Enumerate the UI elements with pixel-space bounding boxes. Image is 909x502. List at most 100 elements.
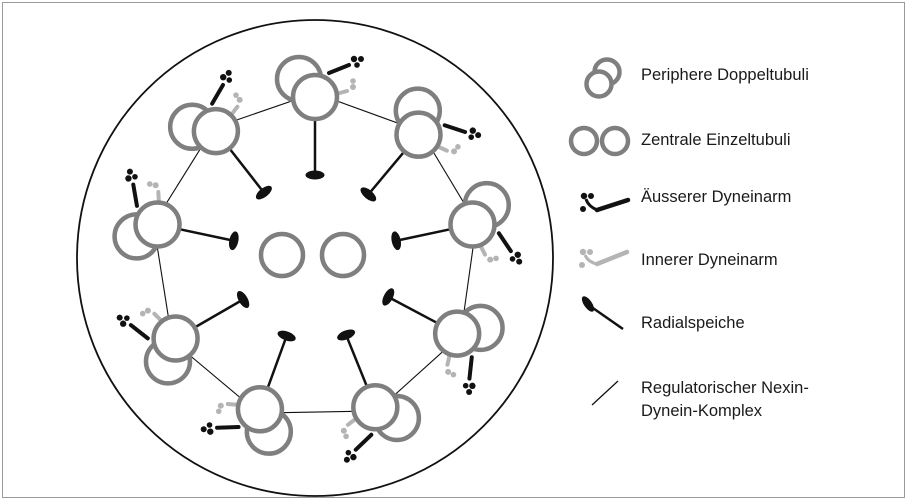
outer-arm-head xyxy=(350,453,357,461)
outer-arm-head xyxy=(475,132,482,139)
spoke-head xyxy=(360,187,377,202)
radial-spoke xyxy=(176,227,235,242)
spoke-head xyxy=(305,170,325,180)
spoke-head xyxy=(391,231,402,251)
central-pair xyxy=(258,231,367,279)
central-singlet-right xyxy=(319,231,367,279)
doublet-a-tubule xyxy=(448,200,497,249)
outer-arm-head xyxy=(354,62,360,68)
peripheral-doublets xyxy=(112,54,512,456)
outer-arm-head xyxy=(220,73,227,81)
legend-label-nexin-line2: Dynein-Komplex xyxy=(641,402,763,420)
peripheral-doublet xyxy=(235,385,294,456)
outer-arm-head xyxy=(516,258,523,265)
inner-arm-head xyxy=(217,402,224,409)
outer-arm-head xyxy=(466,389,473,396)
doublet-a-tubule xyxy=(351,383,400,432)
radial-spoke xyxy=(265,335,288,391)
outer-arm-head xyxy=(206,422,213,428)
outer-arm-head xyxy=(469,382,476,390)
peripheral-doublet xyxy=(351,383,422,443)
outer-arm-head xyxy=(514,251,521,258)
outer-arm-head xyxy=(207,428,214,435)
peripheral-doublet xyxy=(393,86,443,159)
spoke-head xyxy=(277,330,296,342)
outer-arm-head xyxy=(126,168,133,175)
legend-central-icon xyxy=(568,125,631,157)
inner-arm-head xyxy=(215,408,222,415)
inner-arm-head xyxy=(139,310,146,317)
legend-label-doublets: Periphere Doppeltubuli xyxy=(641,66,809,84)
inner-arm-head xyxy=(236,96,243,103)
outer-dynein-arm xyxy=(467,355,474,381)
outer-dynein-arm xyxy=(327,63,351,75)
doublet-a-tubule xyxy=(432,309,482,358)
inner-arm-head xyxy=(343,433,349,440)
outer-arm-head xyxy=(116,314,123,321)
inner-arm-head xyxy=(455,144,461,150)
outer-arm-head xyxy=(226,77,233,83)
legend-spoke-icon xyxy=(581,296,624,331)
peripheral-doublet xyxy=(112,200,182,261)
doublet-a-tubule xyxy=(235,385,285,434)
outer-dynein-arm xyxy=(215,425,241,430)
outer-dynein-arm xyxy=(353,432,374,452)
outer-arm-head xyxy=(469,127,476,134)
outer-dynein-arms xyxy=(116,55,523,463)
legend-nexin-icon xyxy=(591,380,619,406)
outer-dynein-arm xyxy=(131,182,139,208)
outer-dynein-arm xyxy=(496,231,513,254)
radial-spoke xyxy=(227,146,265,194)
inner-arm-head xyxy=(144,307,151,314)
radial-spoke xyxy=(344,334,369,390)
radial-spoke xyxy=(395,227,454,242)
radial-spoke xyxy=(192,298,244,330)
outer-arm-head xyxy=(200,426,207,433)
outer-dynein-arm xyxy=(442,123,468,135)
legend-label-spoke: Radialspeiche xyxy=(641,314,745,332)
radial-spoke xyxy=(367,149,407,196)
inner-arm-head xyxy=(152,182,159,189)
outer-arm-head xyxy=(509,256,516,262)
peripheral-doublet xyxy=(143,314,200,386)
doublet-a-tubule xyxy=(290,72,340,122)
inner-arm-head xyxy=(493,255,499,262)
peripheral-doublet xyxy=(274,54,340,122)
ciliary-membrane xyxy=(76,19,554,497)
legend-label-central: Zentrale Einzeltubuli xyxy=(641,131,791,149)
legend-inner-arm-icon xyxy=(579,248,630,268)
inner-arm-head xyxy=(233,92,239,98)
legend-outer-arm-icon xyxy=(580,192,631,213)
legend-label-nexin-line1: Regulatorischer Nexin- xyxy=(641,379,809,397)
doublet-a-tubule xyxy=(151,314,200,363)
spoke-head xyxy=(228,231,239,251)
spoke-head xyxy=(255,185,272,200)
inner-arm-head xyxy=(340,427,347,434)
doublet-a-tubule xyxy=(133,200,182,249)
outer-arm-head xyxy=(132,173,138,180)
outer-arm-head xyxy=(462,382,469,389)
doublet-a-tubule xyxy=(191,106,241,156)
inner-arm-head xyxy=(487,256,494,263)
legend-doublet-icon xyxy=(584,57,622,99)
peripheral-doublet xyxy=(432,303,505,358)
outer-arm-head xyxy=(350,55,358,63)
outer-arm-head xyxy=(225,69,232,76)
outer-arm-head xyxy=(119,320,127,327)
legend-label-outer-arm: Äusserer Dyneinarm xyxy=(641,188,792,206)
outer-dynein-arm xyxy=(210,82,225,106)
peripheral-doublet xyxy=(448,180,512,249)
radial-spokes xyxy=(176,117,454,391)
inner-arm-head xyxy=(445,368,452,375)
outer-arm-head xyxy=(345,449,352,456)
outer-arm-head xyxy=(468,134,475,140)
radial-spoke xyxy=(387,295,441,326)
inner-arm-head xyxy=(450,371,457,378)
outer-arm-head xyxy=(124,315,130,321)
inner-arm-head xyxy=(146,181,153,187)
inner-arm-head xyxy=(451,148,458,155)
legend-label-inner-arm: Innerer Dyneinarm xyxy=(641,251,778,269)
outer-arm-head xyxy=(343,456,350,463)
spoke-head xyxy=(236,290,250,309)
